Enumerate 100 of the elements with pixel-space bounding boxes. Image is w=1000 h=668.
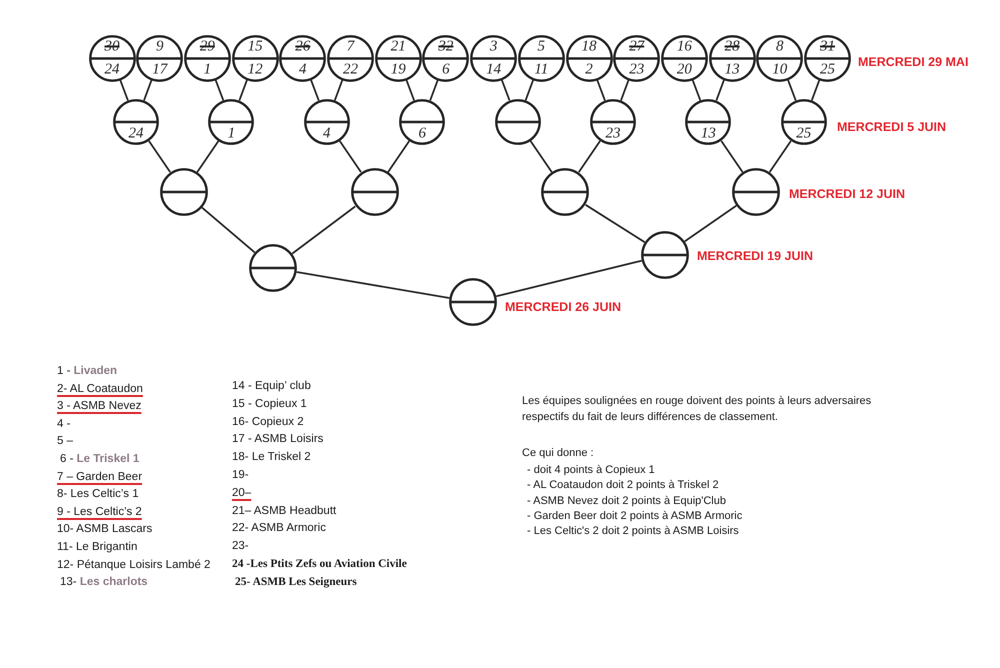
team-number: 4 — [323, 126, 331, 141]
team-number: 9 — [156, 39, 164, 54]
match-circle — [279, 34, 326, 82]
team-number: 23 — [629, 62, 644, 78]
bracket-line — [768, 140, 792, 173]
team-list-entry: 23- — [232, 539, 249, 554]
bracket-line — [810, 80, 820, 101]
match-circle — [422, 34, 470, 82]
team-list-entry: 16- Copieux 2 — [232, 414, 304, 429]
team-number: 23 — [606, 126, 620, 141]
team-number: 14 — [486, 62, 502, 78]
match-circle — [708, 34, 756, 82]
team-list-entry: 24 -Les Ptits Zefs ou Aviation Civile — [232, 557, 407, 571]
team-list-entry: 18- Le Triskel 2 — [232, 450, 311, 464]
bracket-line — [387, 140, 410, 173]
team-number: 12 — [248, 62, 263, 78]
team-number: 1 — [204, 62, 212, 78]
bracket-line — [238, 80, 248, 101]
match-circle — [518, 34, 565, 82]
match-circle — [685, 99, 732, 145]
match-circle — [566, 34, 612, 82]
team-list-entry: 2- AL Coataudon — [57, 382, 143, 396]
bracket-line — [496, 260, 642, 298]
team-number: 20 — [676, 62, 692, 78]
bracket-line — [585, 204, 646, 243]
team-list-entry: 14 - Equip’ club — [232, 379, 311, 393]
crossed-out-number: 26 — [295, 39, 310, 54]
note-item: - Garden Beer doit 2 points à ASMB Armoric — [527, 508, 742, 524]
team-number: 19 — [390, 62, 406, 78]
match-circle — [660, 34, 708, 82]
team-list-entry: 8- Les Celtic’s 1 — [57, 487, 139, 502]
team-list-entry: 13- Les charlots — [60, 575, 148, 590]
match-circle — [780, 99, 827, 145]
team-number: 1 — [228, 126, 236, 141]
team-list-entry: 21– ASMB Headbutt — [232, 504, 336, 518]
bracket-line — [310, 80, 320, 101]
team-list-entry: 5 – — [57, 434, 73, 448]
team-list-entry: 15 - Copieux 1 — [232, 396, 307, 411]
bracket-line — [334, 80, 344, 101]
round-date: MERCREDI 19 JUIN — [697, 249, 813, 264]
team-number: 6 — [418, 126, 426, 141]
match-circle — [184, 34, 231, 82]
team-list-entry: 20– — [232, 486, 252, 500]
match-circle — [641, 231, 689, 279]
match-circle — [449, 278, 497, 326]
bracket-line — [429, 80, 439, 101]
bracket-line — [524, 80, 534, 101]
match-circle — [136, 34, 184, 82]
round-date: MERCREDI 26 JUIN — [505, 300, 621, 315]
bracket-line — [596, 80, 606, 101]
bracket-line — [214, 80, 224, 101]
team-number: 5 — [538, 39, 546, 54]
match-circle — [350, 168, 398, 216]
team-list-entry: 25- ASMB Les Seigneurs — [235, 574, 357, 589]
team-number: 25 — [820, 62, 835, 78]
note-paragraph: Les équipes soulignées en rouge doivent des points à leurs adversaires respectifs du fait de leurs différences de classement. — [522, 394, 872, 425]
bracket-line — [620, 80, 630, 101]
crossed-out-number: 29 — [200, 39, 215, 54]
team-number: 17 — [152, 62, 168, 78]
team-list-entry: 7 – Garden Beer — [57, 470, 142, 484]
team-number: 13 — [724, 62, 740, 78]
bracket-line — [339, 140, 362, 173]
team-number: 6 — [442, 62, 450, 78]
match-circle — [732, 168, 780, 216]
match-circle — [208, 99, 254, 145]
team-list-entry: 6 - Le Triskel 1 — [60, 452, 140, 466]
match-circle — [113, 99, 159, 145]
match-circle — [541, 168, 590, 216]
bracket-line — [787, 80, 797, 101]
team-number: 2 — [585, 62, 593, 78]
match-circle — [304, 99, 350, 145]
match-circle — [590, 99, 636, 145]
team-list-entry: 17 - ASMB Loisirs — [232, 432, 324, 446]
match-circle — [160, 168, 208, 216]
team-number: 10 — [772, 62, 788, 78]
note-item: - ASMB Nevez doit 2 points à Equip'Club — [527, 494, 726, 509]
round-date: MERCREDI 5 JUIN — [837, 120, 946, 135]
note-heading: Ce qui donne : — [522, 446, 594, 461]
team-number: 24 — [104, 62, 120, 78]
team-number: 7 — [346, 39, 354, 54]
bracket-line — [148, 140, 171, 173]
team-number: 21 — [390, 39, 406, 54]
note-item: - AL Coataudon doit 2 points à Triskel 2 — [527, 478, 719, 494]
match-circle — [374, 34, 422, 82]
bracket-line — [530, 140, 553, 173]
bracket-line — [684, 204, 737, 242]
crossed-out-number: 28 — [724, 39, 740, 54]
team-number: 18 — [582, 39, 596, 54]
match-circle — [327, 34, 374, 82]
team-number: 4 — [299, 62, 307, 78]
team-number: 25 — [796, 126, 812, 141]
team-number: 15 — [248, 39, 263, 54]
bracket-line — [578, 140, 601, 173]
team-number: 11 — [534, 62, 548, 78]
team-number: 16 — [676, 39, 692, 54]
bracket-line — [196, 140, 220, 173]
team-number: 13 — [700, 126, 716, 141]
team-number: 8 — [776, 39, 784, 54]
team-list-entry: 9 - Les Celtic’s 2 — [57, 504, 142, 519]
note-item: - doit 4 points à Copieux 1 — [527, 463, 655, 478]
